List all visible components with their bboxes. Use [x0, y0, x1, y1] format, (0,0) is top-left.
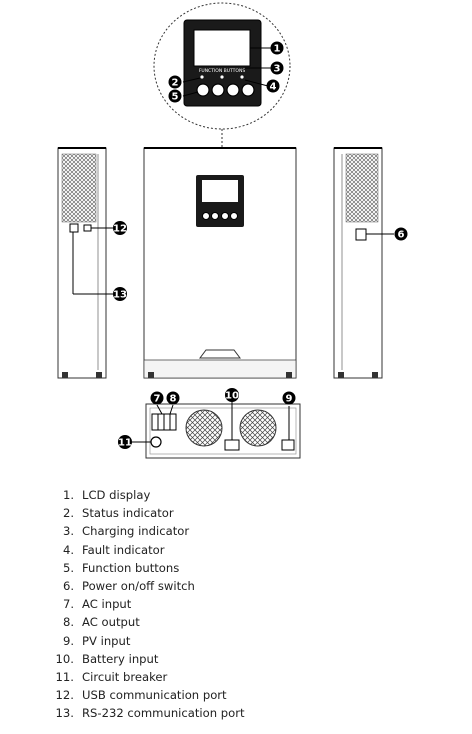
callout-9: 9 — [282, 391, 296, 405]
legend-item: 4.Fault indicator — [62, 542, 165, 557]
callout-3: 3 — [270, 61, 284, 75]
callout-2: 2 — [168, 75, 182, 89]
inverter-diagram: FUNCTION BUTTONS — [57, 2, 408, 459]
svg-text:6: 6 — [398, 230, 405, 241]
legend-item: 12.USB communication port — [55, 688, 227, 703]
callout-13: 13 — [113, 287, 127, 301]
component-legend: 1.LCD display 2.Status indicator 3.Charg… — [52, 486, 245, 722]
callout-10: 10 — [225, 388, 239, 402]
callout-7: 7 — [150, 391, 164, 405]
svg-text:1: 1 — [274, 44, 281, 55]
lcd-display — [202, 180, 238, 202]
svg-text:4: 4 — [270, 82, 277, 93]
callout-1: 1 — [270, 41, 284, 55]
battery-terminals — [224, 439, 240, 451]
callout-5: 5 — [168, 89, 182, 103]
circuit-breaker[interactable] — [150, 436, 162, 448]
svg-text:10: 10 — [225, 391, 239, 402]
zoom-panel: FUNCTION BUTTONS — [153, 2, 291, 172]
fault-led — [240, 75, 244, 79]
legend-item: 6.Power on/off switch — [62, 578, 195, 593]
svg-text:9: 9 — [286, 394, 293, 405]
rs232-port — [69, 223, 79, 233]
callout-11: 11 — [118, 435, 132, 449]
legend-item: 13.RS-232 communication port — [55, 706, 245, 721]
svg-text:13: 13 — [113, 290, 127, 301]
right-side-view — [333, 147, 394, 379]
panel-title: FUNCTION BUTTONS — [199, 68, 246, 74]
left-side-view — [57, 147, 114, 379]
legend-item: 2.Status indicator — [62, 506, 174, 521]
callout-4: 4 — [266, 79, 280, 93]
svg-text:7: 7 — [154, 394, 161, 405]
lcd-display-zoom — [193, 29, 251, 67]
function-button-4[interactable] — [241, 83, 255, 97]
svg-text:5: 5 — [172, 92, 179, 103]
pv-terminals — [281, 439, 295, 451]
svg-text:8: 8 — [170, 394, 177, 405]
charging-led — [220, 75, 224, 79]
function-button-2[interactable] — [211, 83, 225, 97]
callout-12: 12 — [113, 221, 127, 235]
front-view — [143, 147, 297, 379]
svg-text:11: 11 — [118, 438, 132, 449]
legend-item: 3.Charging indicator — [62, 524, 190, 539]
callout-8: 8 — [166, 391, 180, 405]
legend-item: 8.AC output — [62, 615, 140, 630]
legend-item: 5.Function buttons — [62, 560, 180, 575]
legend-item: 7.AC input — [62, 597, 132, 612]
function-button-3[interactable] — [226, 83, 240, 97]
callout-6: 6 — [394, 227, 408, 241]
legend-item: 9.PV input — [62, 633, 131, 648]
bottom-view — [131, 402, 301, 459]
usb-port — [83, 224, 92, 232]
fan-right — [239, 409, 277, 447]
legend-item: 10.Battery input — [55, 651, 159, 666]
legend-item: 11.Circuit breaker — [55, 669, 168, 684]
function-button-1[interactable] — [196, 83, 210, 97]
svg-text:12: 12 — [113, 224, 127, 235]
svg-text:2: 2 — [172, 78, 179, 89]
status-led — [200, 75, 204, 79]
svg-text:3: 3 — [274, 64, 281, 75]
power-switch[interactable] — [355, 228, 367, 241]
callouts: 1 2 3 4 5 6 7 8 9 10 11 12 13 — [113, 41, 408, 449]
legend-item: 1.LCD display — [62, 488, 151, 502]
fan-left — [185, 409, 223, 447]
